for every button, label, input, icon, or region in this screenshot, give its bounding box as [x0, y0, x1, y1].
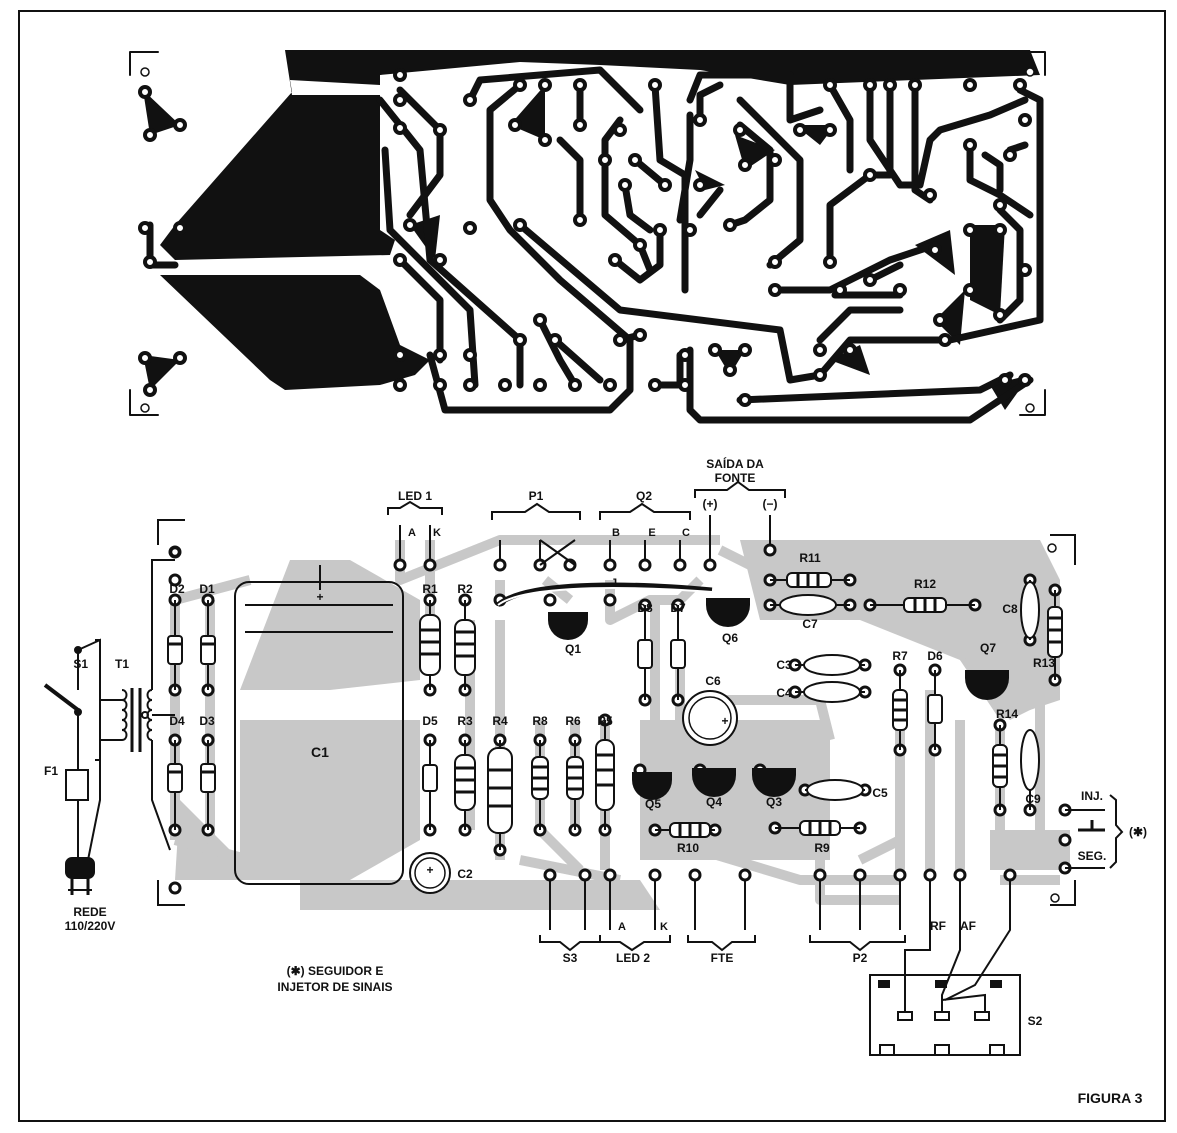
q5-label: Q5 — [645, 797, 661, 811]
output-minus: (−) — [763, 497, 778, 511]
t1-label: T1 — [115, 657, 129, 671]
c9-label: C9 — [1025, 792, 1041, 806]
c4-label: C4 — [776, 686, 792, 700]
mains-line1: REDE — [73, 905, 106, 919]
r2-label: R2 — [457, 582, 473, 596]
d5-label: D5 — [422, 714, 438, 728]
capacitor-c1 — [234, 565, 404, 885]
wires — [387, 480, 1124, 1015]
capacitor-c2: + — [409, 852, 451, 894]
q2-label: Q2 — [636, 489, 652, 503]
r6-label: R6 — [565, 714, 581, 728]
jumper-label: J — [611, 577, 617, 589]
q2-base: B — [612, 527, 620, 539]
q2-collector: C — [682, 527, 690, 539]
note-line1: (✱) SEGUIDOR E — [287, 964, 384, 978]
q2-emitter: E — [648, 527, 655, 539]
resistor-bands — [421, 574, 1061, 836]
s1-label: S1 — [73, 657, 88, 671]
c6-label: C6 — [705, 674, 721, 688]
c1-plus: + — [316, 590, 323, 604]
svg-text:+: + — [721, 714, 728, 728]
r9-label: R9 — [814, 841, 830, 855]
labels: SAÍDA DA FONTE (+) (−) LED 1 A K P1 Q2 B… — [44, 456, 1147, 1106]
d3-label: D3 — [199, 714, 215, 728]
mains-line2: 110/220V — [65, 919, 116, 933]
s2-label: S2 — [1028, 1014, 1043, 1028]
r10-label: R10 — [677, 841, 699, 855]
d4-label: D4 — [169, 714, 185, 728]
q7-label: Q7 — [980, 641, 996, 655]
s3-label: S3 — [563, 951, 578, 965]
led2-label: LED 2 — [616, 951, 650, 965]
mains-input — [43, 559, 175, 895]
led1-anode: A — [408, 527, 416, 539]
pcb-layout — [129, 50, 1046, 424]
r7-label: R7 — [892, 649, 908, 663]
c8-label: C8 — [1002, 602, 1018, 616]
q6-label: Q6 — [722, 631, 738, 645]
bridge-diodes — [167, 600, 216, 830]
q3-label: Q3 — [766, 795, 782, 809]
copper-plane-lower — [160, 275, 430, 390]
pcb-pads — [138, 67, 1035, 413]
d1-label: D1 — [199, 582, 215, 596]
switch-s2 — [869, 974, 1021, 1056]
d2-label: D2 — [169, 582, 185, 596]
led2-cathode: K — [660, 921, 668, 933]
d8-label: D8 — [637, 601, 653, 615]
r5-label: R5 — [597, 714, 613, 728]
q4-label: Q4 — [706, 795, 722, 809]
star-label: (✱) — [1129, 825, 1147, 839]
led1-label: LED 1 — [398, 489, 432, 503]
led1-cathode: K — [433, 527, 441, 539]
p2-label: P2 — [853, 951, 868, 965]
c1-label: C1 — [311, 744, 329, 760]
seg-label: SEG. — [1078, 849, 1107, 863]
c7-label: C7 — [802, 617, 818, 631]
copper-plane-upper — [160, 50, 1040, 260]
r4-label: R4 — [492, 714, 508, 728]
r8-label: R8 — [532, 714, 548, 728]
c5-label: C5 — [872, 786, 888, 800]
led2-anode: A — [618, 921, 626, 933]
fte-label: FTE — [711, 951, 734, 965]
output-plus: (+) — [703, 497, 718, 511]
af-label: AF — [960, 919, 976, 933]
rf-label: RF — [930, 919, 946, 933]
note-line2: INJETOR DE SINAIS — [277, 980, 392, 994]
c2-label: C2 — [457, 867, 473, 881]
transistors — [548, 598, 1009, 800]
p1-label: P1 — [529, 489, 544, 503]
r13-label: R13 — [1033, 656, 1055, 670]
r3-label: R3 — [457, 714, 473, 728]
r1-label: R1 — [422, 582, 438, 596]
capacitor-c6: + — [682, 690, 738, 746]
figure-frame — [18, 10, 1166, 1122]
r14-label: R14 — [996, 707, 1018, 721]
r12-label: R12 — [914, 577, 936, 591]
output-header-line2: FONTE — [715, 471, 756, 485]
r11-label: R11 — [799, 551, 821, 565]
q1-label: Q1 — [565, 642, 581, 656]
svg-text:+: + — [426, 863, 433, 877]
output-header-line1: SAÍDA DA — [706, 456, 764, 471]
ceramic-capacitors — [770, 580, 1040, 810]
d6-label: D6 — [927, 649, 943, 663]
figure-label: FIGURA 3 — [1078, 1090, 1143, 1106]
c3-label: C3 — [776, 658, 792, 672]
d7-label: D7 — [670, 601, 686, 615]
f1-label: F1 — [44, 764, 58, 778]
inj-label: INJ. — [1081, 789, 1103, 803]
